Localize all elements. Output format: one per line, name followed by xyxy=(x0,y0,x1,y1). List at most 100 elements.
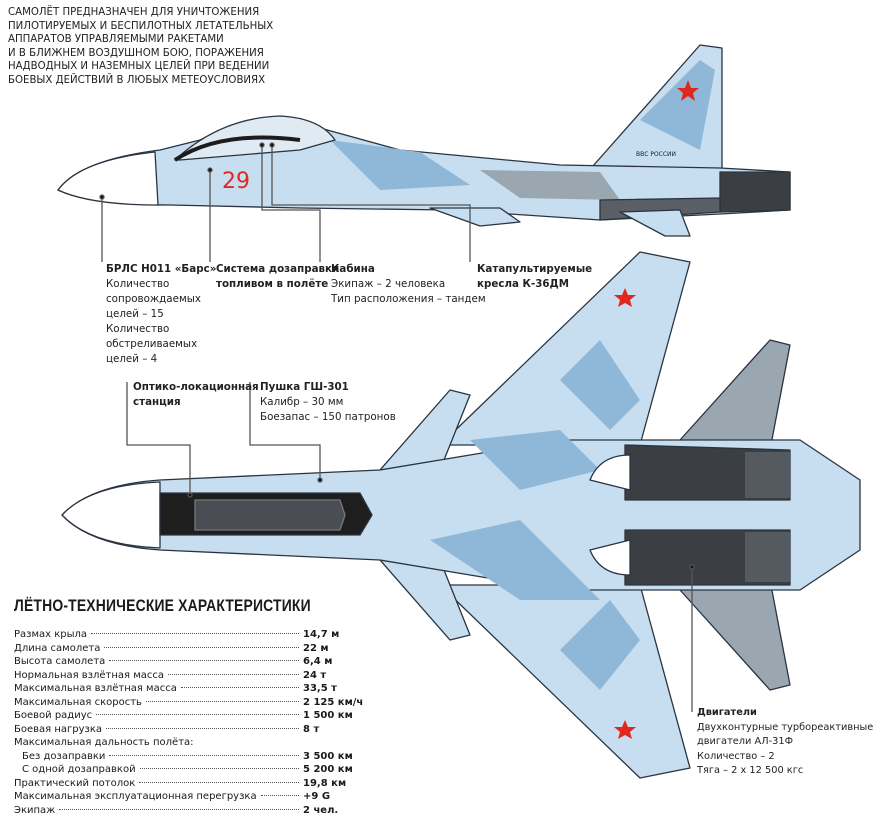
callout-title: топливом в полёте xyxy=(216,278,329,290)
stabilizer-upper xyxy=(679,339,791,451)
spec-name: С одной дозаправкой xyxy=(22,764,136,775)
spec-row: Максимальная дальность полёта: xyxy=(14,737,359,751)
callout-title: Двигатели xyxy=(697,707,757,718)
spec-name: Длина самолета xyxy=(14,642,101,654)
dot-leader xyxy=(109,754,299,756)
spec-name: Максимальная дальность полёта: xyxy=(14,737,194,748)
red-star-icon xyxy=(614,720,636,739)
callout-cabin: Кабина Экипаж – 2 человека Тип расположе… xyxy=(331,262,486,307)
callout-line: обстреливаемых xyxy=(106,338,198,350)
spec-value: 2 125 км/ч xyxy=(303,696,364,708)
wing-lower xyxy=(439,584,691,779)
spec-value: 8 т xyxy=(303,723,320,735)
dot-leader xyxy=(168,673,299,675)
callout-title: Катапультируемые xyxy=(477,263,593,275)
side-view: 29 ВВС РОССИИ xyxy=(57,44,791,237)
side-number: 29 xyxy=(222,169,250,194)
spec-row: Экипаж 2 чел. xyxy=(14,805,359,819)
spec-value: 5 200 км xyxy=(303,764,353,775)
intro-description: Самолёт предназначен для уничтожения пил… xyxy=(8,6,278,88)
callout-seats: Катапультируемые кресла К-36ДМ xyxy=(477,262,592,292)
callout-title: Кабина xyxy=(331,263,375,275)
callout-line: Экипаж – 2 человека xyxy=(331,278,446,290)
callout-title: Система дозаправки xyxy=(216,263,340,275)
intro-line: боевых действий в любых метеоусловиях xyxy=(8,74,266,86)
callout-refuel: Система дозаправки топливом в полёте xyxy=(216,262,339,292)
callout-line: Количество xyxy=(106,278,170,290)
spec-name: Высота самолета xyxy=(14,656,106,667)
red-star-icon xyxy=(614,288,636,307)
callout-title: станция xyxy=(133,396,181,408)
callout-line: двигатели АЛ-31Ф xyxy=(697,736,794,747)
spec-name: Размах крыла xyxy=(14,629,88,640)
engine-nozzle-side xyxy=(719,171,791,213)
intro-line: и в ближнем воздушном бою, поражения xyxy=(8,47,264,59)
spec-name: Нормальная взлётная масса xyxy=(14,669,165,681)
callout-line: Двухконтурные турбореактивные xyxy=(697,721,874,733)
dot-leader xyxy=(59,808,299,810)
stabilizer-lower xyxy=(679,579,791,691)
callout-gun: Пушка ГШ-301 Калибр – 30 мм Боезапас – 1… xyxy=(260,380,396,425)
spec-name: Максимальная скорость xyxy=(14,696,142,708)
spec-value: 24 т xyxy=(303,669,327,681)
spec-value: 2 чел. xyxy=(303,804,339,816)
intro-line: надводных и наземных целей при ведении xyxy=(8,61,270,73)
dot-leader xyxy=(91,633,299,634)
callout-title: кресла К-36ДМ xyxy=(477,278,569,290)
callout-line: целей – 4 xyxy=(106,353,158,365)
ventral-fin xyxy=(619,209,691,237)
callout-line: Тип расположения – тандем xyxy=(331,293,486,305)
dot-leader xyxy=(104,646,299,648)
spec-name: Максимальная эксплуатационная перегрузка xyxy=(14,791,257,802)
spec-row: Длина самолета 22 м xyxy=(14,643,359,657)
red-star-icon xyxy=(677,80,699,101)
spec-row: Боевой радиус 1 500 км xyxy=(14,710,359,724)
callout-line: целей – 15 xyxy=(106,308,164,320)
dot-leader xyxy=(145,700,299,702)
callout-radar: БРЛС Н011 «Барс» Количество сопровождаем… xyxy=(106,262,216,367)
callout-line: Тяга – 2 х 12 500 кгс xyxy=(697,765,804,776)
spec-row: Максимальная скорость 2 125 км/ч xyxy=(14,696,364,711)
callout-line: Калибр – 30 мм xyxy=(260,396,344,408)
spec-value: 33,5 т xyxy=(303,683,337,694)
spec-name: Экипаж xyxy=(14,804,56,816)
leader-lines xyxy=(99,142,695,712)
spec-row: Высота самолета 6,4 м xyxy=(14,656,359,670)
spec-name: Без дозаправки xyxy=(22,750,106,762)
spec-row: Максимальная эксплуатационная перегрузка… xyxy=(14,791,359,805)
spec-value: 1 500 км xyxy=(303,710,353,721)
spec-row: Практический потолок 19,8 км xyxy=(14,778,359,792)
dot-leader xyxy=(139,781,299,783)
spec-value: 6,4 м xyxy=(303,656,333,667)
intro-line: пилотируемых и беспилотных летательных xyxy=(8,20,274,32)
specs-table: Размах крыла 14,7 м Длина самолета 22 м Высо… xyxy=(14,629,364,819)
dot-leader xyxy=(260,795,299,796)
spec-value: 14,7 м xyxy=(303,629,340,640)
callout-line: Количество xyxy=(106,323,170,335)
dot-leader xyxy=(106,727,299,729)
spec-row: Размах крыла 14,7 м xyxy=(14,629,359,643)
spec-value: 19,8 км xyxy=(303,777,347,789)
callout-title: Оптико-локационная xyxy=(133,381,259,393)
callout-line: Боезапас – 150 патронов xyxy=(260,411,396,423)
dot-leader xyxy=(180,687,299,688)
top-view xyxy=(61,251,861,779)
specs-title: Лётно-технические характеристики xyxy=(14,596,311,615)
intro-line: Самолёт предназначен для уничтожения xyxy=(8,7,260,18)
callout-title: Пушка ГШ-301 xyxy=(260,381,349,393)
spec-name: Боевой радиус xyxy=(14,710,93,721)
dot-leader xyxy=(139,768,299,769)
spec-value: 22 м xyxy=(303,642,329,654)
tail-text: ВВС РОССИИ xyxy=(636,151,676,158)
radome-top xyxy=(61,481,161,549)
callout-line: Количество – 2 xyxy=(697,750,775,762)
spec-name: Боевая нагрузка xyxy=(14,723,103,735)
spec-row: С одной дозаправкой 5 200 км xyxy=(14,764,359,778)
spec-row: Боевая нагрузка 8 т xyxy=(14,724,359,738)
spec-name: Практический потолок xyxy=(14,777,136,789)
spec-value: +9 G xyxy=(303,791,331,802)
radome xyxy=(57,151,159,206)
